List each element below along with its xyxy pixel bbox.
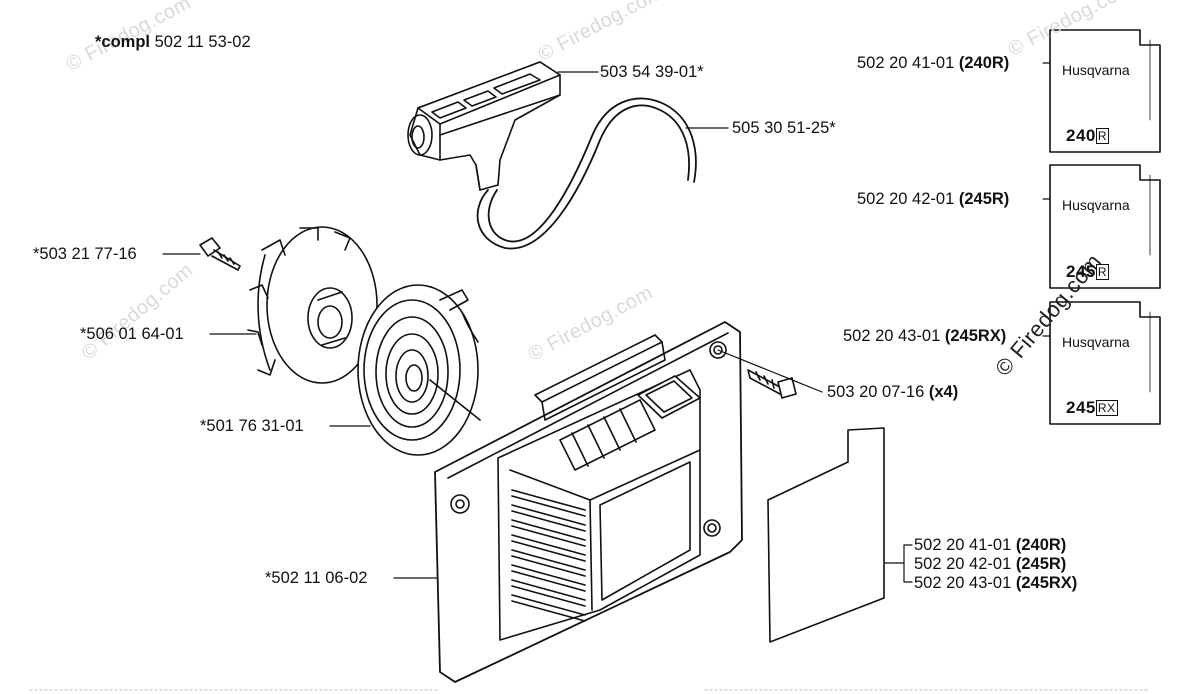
plate-label-240r: 502 20 41-01 (240R): [914, 535, 1066, 555]
assembly-prefix: *compl: [95, 33, 151, 51]
recoil-spring: [357, 284, 481, 456]
decal-part: 502 20 41-01: [857, 54, 955, 72]
label-screw-housing: 503 20 07-16 (x4): [827, 382, 958, 402]
label-pulley: *506 01 64-01: [80, 325, 184, 343]
decal-model: (245RX): [944, 327, 1007, 345]
decal-model-suffix: R: [1095, 264, 1110, 280]
decal-model-main: 245: [1066, 262, 1096, 281]
decal-model: (245R): [958, 190, 1010, 208]
starter-housing: [434, 321, 743, 683]
starter-handle: [407, 61, 561, 191]
starter-rope: [476, 97, 697, 250]
decal-part: 502 20 42-01: [857, 190, 955, 208]
decal-card-245rx: [1049, 301, 1161, 425]
starter-pulley: [247, 226, 378, 384]
decal-plate: [767, 427, 885, 643]
assembly-title: *compl 502 11 53-02: [95, 32, 251, 52]
label-handle: 503 54 39-01*: [600, 63, 704, 81]
decal-model-main: 245: [1066, 398, 1096, 417]
decal-model-suffix: R: [1095, 128, 1110, 144]
label-housing: *502 11 06-02: [265, 569, 368, 587]
decal-label-245rx: 502 20 43-01 (245RX): [843, 326, 1006, 346]
housing-screw: [747, 369, 797, 399]
screw-housing-qty: (x4): [928, 383, 959, 401]
leader-lines: [162, 62, 1051, 583]
label-spring: *501 76 31-01: [200, 417, 304, 435]
plate-part: 502 20 41-01: [914, 536, 1012, 554]
plate-label-245r: 502 20 42-01 (245R): [914, 554, 1066, 574]
label-rope: 505 30 51-25*: [732, 119, 836, 137]
plate-model: (240R): [1015, 536, 1067, 554]
screw-housing-part: 503 20 07-16: [827, 383, 925, 401]
decal-card-240r: [1049, 29, 1161, 153]
plate-label-245rx: 502 20 43-01 (245RX): [914, 573, 1077, 593]
plate-part: 502 20 42-01: [914, 555, 1012, 573]
assembly-part-number: 502 11 53-02: [154, 33, 251, 51]
plate-part: 502 20 43-01: [914, 574, 1012, 592]
decal-model-main: 240: [1066, 126, 1096, 145]
plate-model: (245R): [1015, 555, 1067, 573]
decal-brand: Husqvarna: [1062, 334, 1130, 350]
decal-brand: Husqvarna: [1062, 62, 1130, 78]
decal-label-240r: 502 20 41-01 (240R): [857, 53, 1009, 73]
plate-model: (245RX): [1015, 574, 1078, 592]
decal-part: 502 20 43-01: [843, 327, 941, 345]
decal-model: (240R): [958, 54, 1010, 72]
decal-label-245r: 502 20 42-01 (245R): [857, 189, 1009, 209]
decal-brand: Husqvarna: [1062, 197, 1130, 213]
decal-model-suffix: RX: [1095, 400, 1118, 416]
label-screw-pulley: *503 21 77-16: [33, 245, 137, 263]
pulley-screw: [199, 237, 241, 271]
decal-card-245r: [1049, 164, 1161, 289]
